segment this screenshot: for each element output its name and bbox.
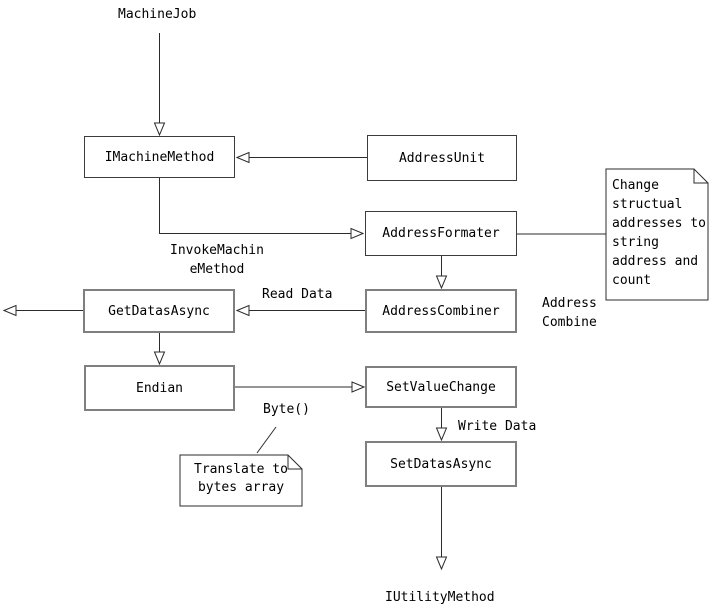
edge-label-write-data: Write Data — [458, 419, 537, 434]
node-addressunit: AddressUnit — [367, 135, 517, 181]
arrowhead-right-setvaluechange — [351, 381, 366, 393]
arrowhead-left-getdatasasync — [235, 304, 250, 317]
arrowhead-left-out — [2, 304, 17, 317]
node-addresscombiner: AddressCombiner — [365, 289, 517, 333]
note-translate-bytes-connector — [256, 426, 277, 454]
edge-label-invokemachinemethod: InvokeMachin eMethod — [170, 243, 264, 277]
note-translate-bytes-shape — [179, 454, 303, 507]
note-translate-bytes-text: Translate to bytes array — [194, 462, 288, 495]
arrowhead-right-addressformater — [350, 227, 365, 240]
node-getdatasasync: GetDatasAsync — [83, 289, 235, 333]
node-endian: Endian — [84, 365, 235, 411]
edge-label-byte: Byte() — [263, 402, 310, 417]
arrowhead-down-imachinemethod — [153, 122, 166, 137]
arrowhead-down-iutilitymethod — [435, 556, 448, 571]
endpoint-machinejob: MachineJob — [118, 7, 197, 22]
arrowhead-left-imachinemethod — [235, 151, 250, 164]
node-addressformater: AddressFormater — [365, 211, 517, 256]
arrowhead-down-addresscombiner — [435, 275, 448, 290]
note-change-structual-fold — [693, 169, 708, 184]
edge-label-address-combine: Address Combine — [542, 296, 597, 330]
node-setdatasasync: SetDatasAsync — [365, 441, 517, 487]
note-change-structual-text: Change structual addresses to string add… — [612, 178, 706, 288]
edge-label-read-data: Read Data — [262, 287, 333, 302]
endpoint-iutilitymethod: IUtilityMethod — [385, 590, 495, 605]
edge-imachinemethod-addressformater — [159, 178, 351, 234]
node-imachinemethod: IMachineMethod — [84, 136, 235, 178]
arrowhead-down-setdatasasync — [435, 427, 448, 442]
note-change-structual-shape — [605, 168, 709, 301]
arrowhead-down-endian — [153, 351, 166, 366]
note-translate-bytes-fold — [287, 455, 302, 470]
node-setvaluechange: SetValueChange — [365, 366, 517, 408]
